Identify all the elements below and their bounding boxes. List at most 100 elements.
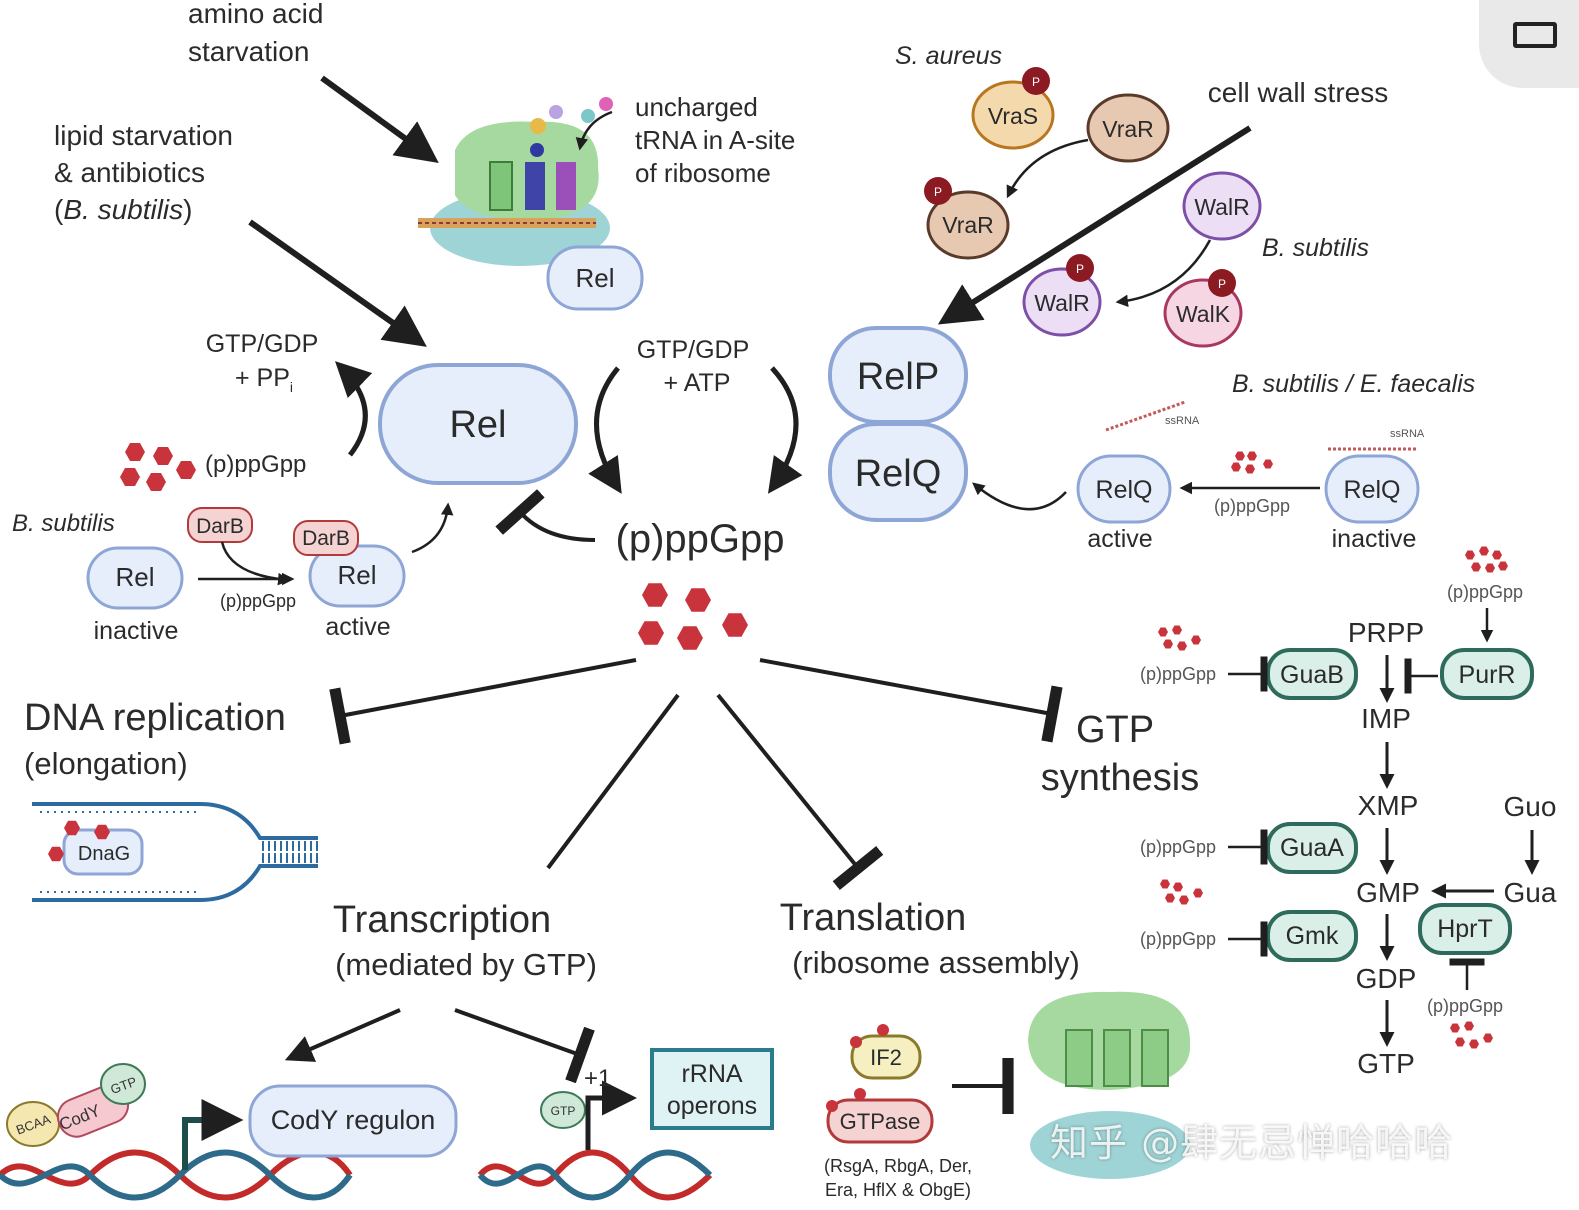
guab-ppgpp-label: (p)ppGpp: [1140, 664, 1216, 684]
cell-wall-stress-arrow: [937, 125, 1252, 325]
svg-text:synthesis: synthesis: [1041, 757, 1199, 799]
relq-inactive-small: RelQ: [1324, 454, 1420, 524]
svg-text:DarB: DarB: [196, 515, 244, 538]
svg-text:Rel: Rel: [337, 560, 376, 590]
inhibit-rrna-operons: [454, 1008, 595, 1084]
svg-text:DNA replication: DNA replication: [24, 697, 286, 739]
svg-text:uncharged: uncharged: [635, 92, 758, 122]
purr-ppgpp-label: (p)ppGpp: [1447, 582, 1523, 602]
darb-ppgpp-label: (p)ppGpp: [220, 591, 296, 611]
imp-label: IMP: [1361, 703, 1411, 734]
translation-label: Translation (ribosome assembly): [780, 897, 1080, 980]
svg-text:lipid starvation: lipid starvation: [54, 120, 233, 151]
svg-text:Rel: Rel: [449, 404, 506, 446]
relq-inactive-label: inactive: [1332, 525, 1417, 553]
ppgpp-hydrolysis-label: (p)ppGpp: [205, 451, 306, 478]
species-bsub-efaecalis: B. subtilis / E. faecalis: [1232, 370, 1475, 398]
svg-text:& antibiotics: & antibiotics: [54, 157, 205, 188]
ssrna-strand-left: ssRNA: [1105, 400, 1200, 432]
svg-text:P: P: [934, 185, 942, 199]
vrar-phosphorylated: VraR P: [924, 177, 1010, 260]
prpp-label: PRPP: [1348, 617, 1424, 648]
svg-text:RelP: RelP: [857, 356, 939, 398]
rrna-operons-box: rRNA operons: [650, 1048, 774, 1130]
svg-text:GTP/GDP: GTP/GDP: [206, 330, 319, 358]
xmp-label: XMP: [1358, 790, 1419, 821]
hydrolysis-arrow: [334, 361, 373, 457]
svg-text:(elongation): (elongation): [24, 746, 188, 781]
dna-replication-label: DNA replication (elongation): [24, 697, 286, 781]
svg-text:ssRNA: ssRNA: [1165, 415, 1200, 427]
svg-text:CodY regulon: CodY regulon: [271, 1105, 436, 1135]
ppgpp-cluster-left: [120, 443, 196, 491]
species-b-subtilis-left: B. subtilis: [12, 510, 115, 537]
ribosome-trna-icon: [418, 97, 613, 266]
svg-text:of ribosome: of ribosome: [635, 158, 771, 188]
svg-text:WalR: WalR: [1194, 194, 1249, 220]
walr-phosphorylation-arrow: [1115, 239, 1212, 308]
replication-fork-icon: [32, 802, 318, 902]
svg-text:Translation: Translation: [780, 897, 967, 939]
to-cody-regulon-arrow: [284, 1008, 401, 1062]
rel-active-label: active: [325, 613, 390, 641]
species-s-aureus: S. aureus: [895, 42, 1002, 70]
amino-acid-arrow: [320, 75, 439, 163]
maximize-icon[interactable]: [1513, 22, 1557, 48]
svg-text:IF2: IF2: [870, 1045, 902, 1070]
purr-enzyme: PurR: [1440, 648, 1534, 700]
dnag-label: DnaG: [78, 843, 130, 865]
svg-text:WalK: WalK: [1176, 301, 1231, 327]
rrna-promoter-arrow: [585, 1080, 637, 1150]
lipid-starvation-arrow: [248, 219, 427, 347]
svg-text:WalR: WalR: [1034, 290, 1089, 316]
relq-ppgpp-label: (p)ppGpp: [1214, 496, 1290, 516]
svg-text:GTPase: GTPase: [840, 1109, 921, 1134]
svg-text:GuaA: GuaA: [1280, 834, 1344, 862]
ppgpp-cluster-gmk: [1160, 879, 1203, 905]
hprt-enzyme: HprT: [1418, 903, 1512, 955]
inhibit-dna-replication: [329, 658, 637, 745]
svg-text:P: P: [1032, 75, 1040, 89]
species-b-subtilis-right: B. subtilis: [1262, 234, 1369, 262]
gtp-label: GTP: [1357, 1048, 1415, 1079]
svg-text:rRNA: rRNA: [681, 1060, 742, 1088]
active-rel-to-rel-arrow: [411, 502, 454, 554]
gua-label: Gua: [1504, 877, 1557, 908]
inhibit-gtp-synthesis: [759, 658, 1063, 743]
guo-label: Guo: [1504, 791, 1557, 822]
synthesis-arrow-right: [767, 366, 803, 494]
darb-bound: DarB: [293, 520, 359, 556]
ppgpp-central-label: (p)ppGpp: [616, 517, 785, 561]
svg-text:GTP: GTP: [1076, 709, 1154, 751]
walr-phosphorylated: WalR P: [1022, 254, 1102, 337]
relq-active-small: RelQ: [1076, 454, 1172, 524]
ssrna-strand-right: ssRNA: [1328, 428, 1425, 451]
svg-text:(B. subtilis): (B. subtilis): [54, 194, 192, 225]
svg-text:starvation: starvation: [188, 36, 309, 67]
svg-text:amino acid: amino acid: [188, 0, 323, 29]
walk-protein: WalK P: [1163, 269, 1243, 348]
vras-protein: VraS P: [971, 67, 1055, 150]
ppgpp-cluster-central: [638, 583, 748, 650]
svg-text:Gmk: Gmk: [1286, 922, 1339, 950]
trna-pointer-arrow: [575, 110, 613, 151]
rel-active-bsub: Rel: [308, 544, 406, 608]
rel-main: Rel: [378, 363, 578, 485]
guaa-ppgpp-label: (p)ppGpp: [1140, 837, 1216, 857]
gtpase-list-label: (RsgA, RbgA, Der, Era, HflX & ObgE): [824, 1156, 972, 1200]
ppgpp-cluster-purr: [1465, 546, 1508, 573]
svg-text:+ ATP: + ATP: [664, 369, 731, 397]
svg-text:VraR: VraR: [942, 212, 994, 238]
svg-text:RelQ: RelQ: [1096, 476, 1153, 504]
relp-protein: RelP: [828, 326, 968, 424]
svg-text:(ribosome assembly): (ribosome assembly): [792, 945, 1080, 980]
lipid-starvation-label: lipid starvation & antibiotics (B. subti…: [54, 120, 233, 225]
svg-text:PurR: PurR: [1459, 661, 1516, 689]
link-transcription: [546, 693, 680, 870]
gmp-label: GMP: [1356, 877, 1420, 908]
gmk-ppgpp-label: (p)ppGpp: [1140, 929, 1216, 949]
rel-inactive-bsub: Rel: [86, 546, 184, 610]
synthesis-substrates-label: GTP/GDP + ATP: [637, 336, 750, 397]
gtpase-protein: GTPase: [826, 1088, 934, 1144]
